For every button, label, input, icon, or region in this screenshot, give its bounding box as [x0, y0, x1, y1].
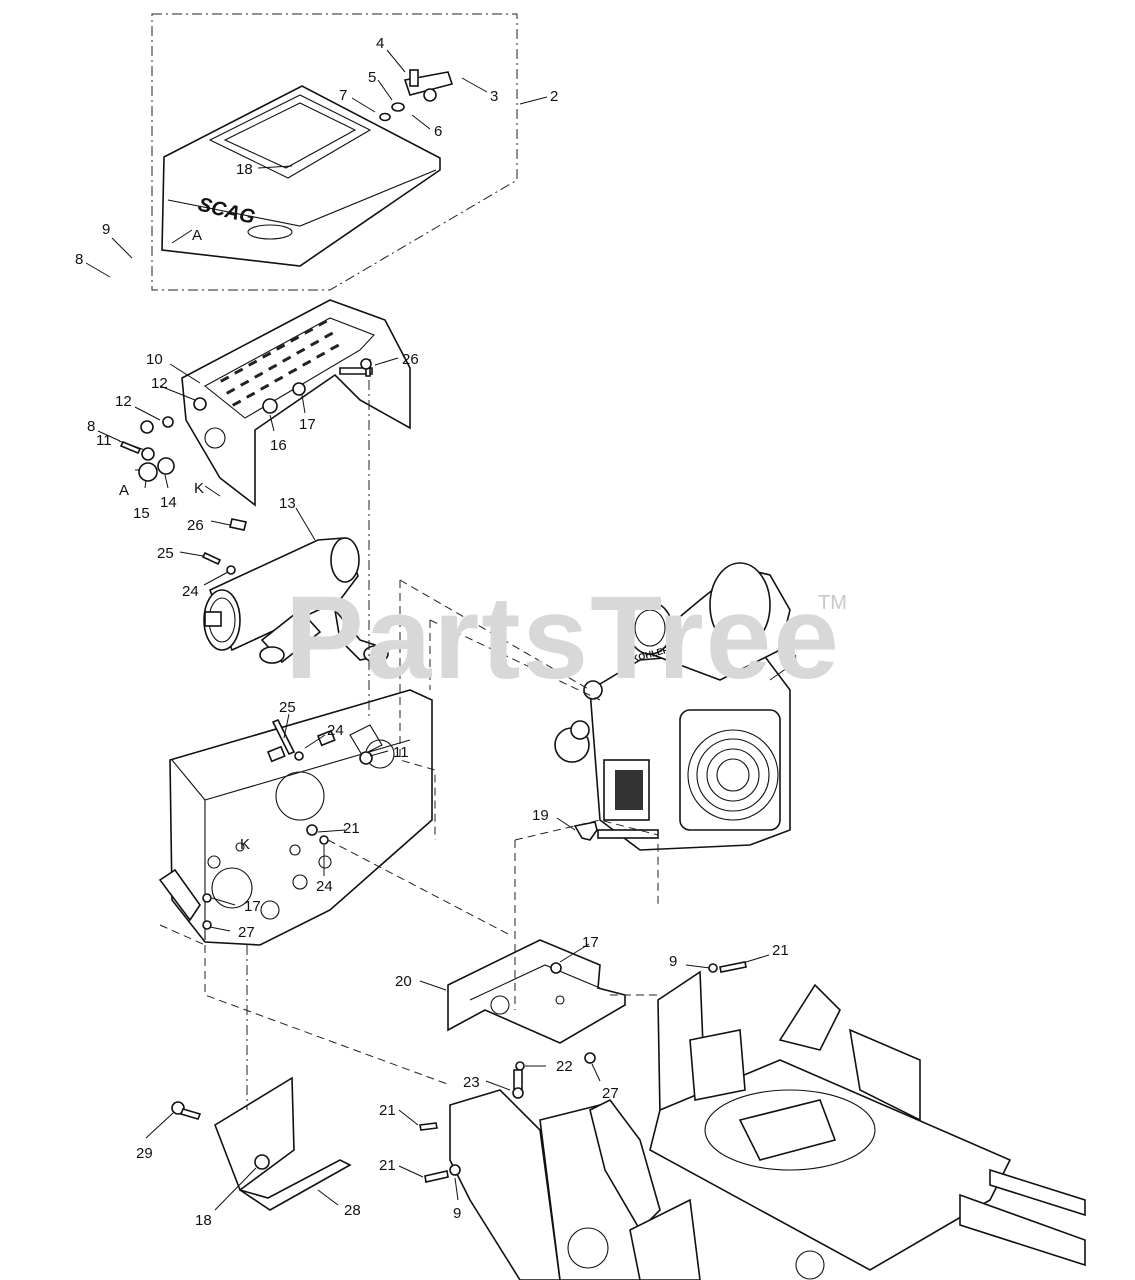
callout-4: 4 — [376, 35, 384, 52]
callout-29: 29 — [136, 1145, 153, 1162]
callout-21: 21 — [772, 942, 789, 959]
callout-16: 16 — [270, 437, 287, 454]
ref-A: A — [192, 227, 202, 244]
callout-1: 1 — [791, 652, 799, 669]
callout-9: 9 — [669, 953, 677, 970]
callout-18: 18 — [236, 161, 253, 178]
muffler — [201, 537, 389, 664]
pump-bracket — [447, 939, 626, 1044]
callout-9: 9 — [102, 221, 110, 238]
callout-17: 17 — [244, 898, 261, 915]
callout-23: 23 — [463, 1074, 480, 1091]
engine-mount-plate — [158, 689, 433, 946]
ref-K: K — [194, 480, 204, 497]
lower-bracket — [171, 1076, 352, 1211]
callout-26: 26 — [187, 517, 204, 534]
watermark-trademark: TM — [818, 592, 847, 614]
callout-7: 7 — [339, 87, 347, 104]
callout-9: 9 — [453, 1205, 461, 1222]
assembly-boundary — [151, 13, 518, 291]
callout-10: 10 — [146, 351, 163, 368]
callout-25: 25 — [157, 545, 174, 562]
callout-21: 21 — [379, 1157, 396, 1174]
callout-21: 21 — [343, 820, 360, 837]
callout-26: 26 — [402, 351, 419, 368]
callout-15: 15 — [133, 505, 150, 522]
alignment-lines — [159, 380, 660, 1110]
heat-shield-hardware — [119, 358, 373, 531]
callout-6: 6 — [434, 123, 442, 140]
fuel-fitting — [573, 821, 598, 841]
engine-cover-panel: SCAG — [161, 85, 441, 267]
engine-assembly: KOHLER — [554, 562, 791, 851]
callout-18: 18 — [195, 1212, 212, 1229]
callout-25: 25 — [279, 699, 296, 716]
callout-12: 12 — [115, 393, 132, 410]
callout-labels: 1 2 3 4 5 6 7 8 8 9 9 9 10 11 11 12 12 1… — [75, 35, 799, 1229]
cover-latch — [379, 69, 454, 122]
callout-2: 2 — [550, 88, 558, 105]
callout-24: 24 — [316, 878, 333, 895]
callout-8: 8 — [75, 251, 83, 268]
callout-19: 19 — [532, 807, 549, 824]
callout-27: 27 — [238, 924, 255, 941]
ref-K: K — [240, 836, 250, 853]
callout-8: 8 — [87, 418, 95, 435]
callout-20: 20 — [395, 973, 412, 990]
callout-5: 5 — [368, 69, 376, 86]
pump-bracket-hardware — [512, 1052, 596, 1099]
callout-22: 22 — [556, 1058, 573, 1075]
callout-12: 12 — [151, 375, 168, 392]
callout-21: 21 — [379, 1102, 396, 1119]
callout-13: 13 — [279, 495, 296, 512]
callout-17: 17 — [582, 934, 599, 951]
callout-27: 27 — [602, 1085, 619, 1102]
callout-3: 3 — [490, 88, 498, 105]
callout-28: 28 — [344, 1202, 361, 1219]
callout-11: 11 — [393, 744, 409, 761]
callout-14: 14 — [160, 494, 177, 511]
callout-17: 17 — [299, 416, 316, 433]
callout-24: 24 — [327, 722, 344, 739]
callout-11: 11 — [96, 432, 112, 449]
ref-A: A — [119, 482, 129, 499]
callout-24: 24 — [182, 583, 199, 600]
heat-shield — [181, 299, 411, 507]
chassis-frame — [419, 961, 1086, 1280]
leader-lines — [85, 49, 788, 1211]
